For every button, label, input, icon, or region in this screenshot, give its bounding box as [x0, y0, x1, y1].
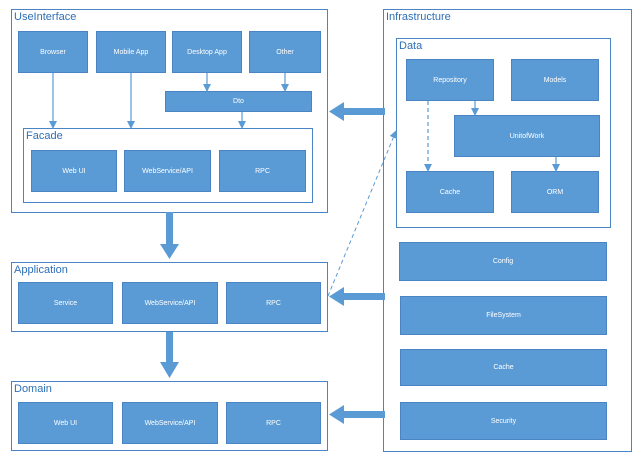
- data-title: Data: [399, 40, 423, 52]
- facade-web-ui-box: Web UI: [31, 150, 117, 192]
- application-title: Application: [14, 264, 68, 276]
- models-box: Models: [511, 59, 599, 101]
- orm-box: ORM: [511, 171, 599, 213]
- useinterface-title: UseInterface: [14, 11, 77, 23]
- infra-cache-box: Cache: [400, 349, 607, 386]
- facade-webservice-box: WebService/API: [124, 150, 211, 192]
- unitofwork-box: UnitofWork: [454, 115, 600, 157]
- application-service-box: Service: [18, 282, 113, 324]
- dto-box: Dto: [165, 91, 312, 112]
- repository-box: Repository: [406, 59, 494, 101]
- desktop-app-box: Desktop App: [172, 31, 242, 73]
- domain-rpc-box: RPC: [226, 402, 321, 444]
- application-rpc-box: RPC: [226, 282, 321, 324]
- application-webservice-box: WebService/API: [122, 282, 218, 324]
- data-cache-box: Cache: [406, 171, 494, 213]
- security-box: Security: [400, 402, 607, 440]
- domain-web-ui-box: Web UI: [18, 402, 113, 444]
- ui-to-application-arrow: [160, 212, 179, 259]
- facade-rpc-box: RPC: [219, 150, 306, 192]
- browser-box: Browser: [18, 31, 88, 73]
- infrastructure-to-ui-arrow: [329, 102, 385, 121]
- filesystem-box: FileSystem: [400, 296, 607, 335]
- domain-title: Domain: [14, 383, 52, 395]
- infrastructure-to-domain-arrow: [329, 405, 385, 424]
- infrastructure-title: Infrastructure: [386, 11, 451, 23]
- config-box: Config: [399, 242, 607, 281]
- application-to-domain-arrow: [160, 332, 179, 378]
- other-box: Other: [249, 31, 321, 73]
- infrastructure-to-application-arrow: [329, 287, 385, 306]
- mobile-app-box: Mobile App: [96, 31, 166, 73]
- domain-webservice-box: WebService/API: [122, 402, 218, 444]
- facade-title: Facade: [26, 130, 63, 142]
